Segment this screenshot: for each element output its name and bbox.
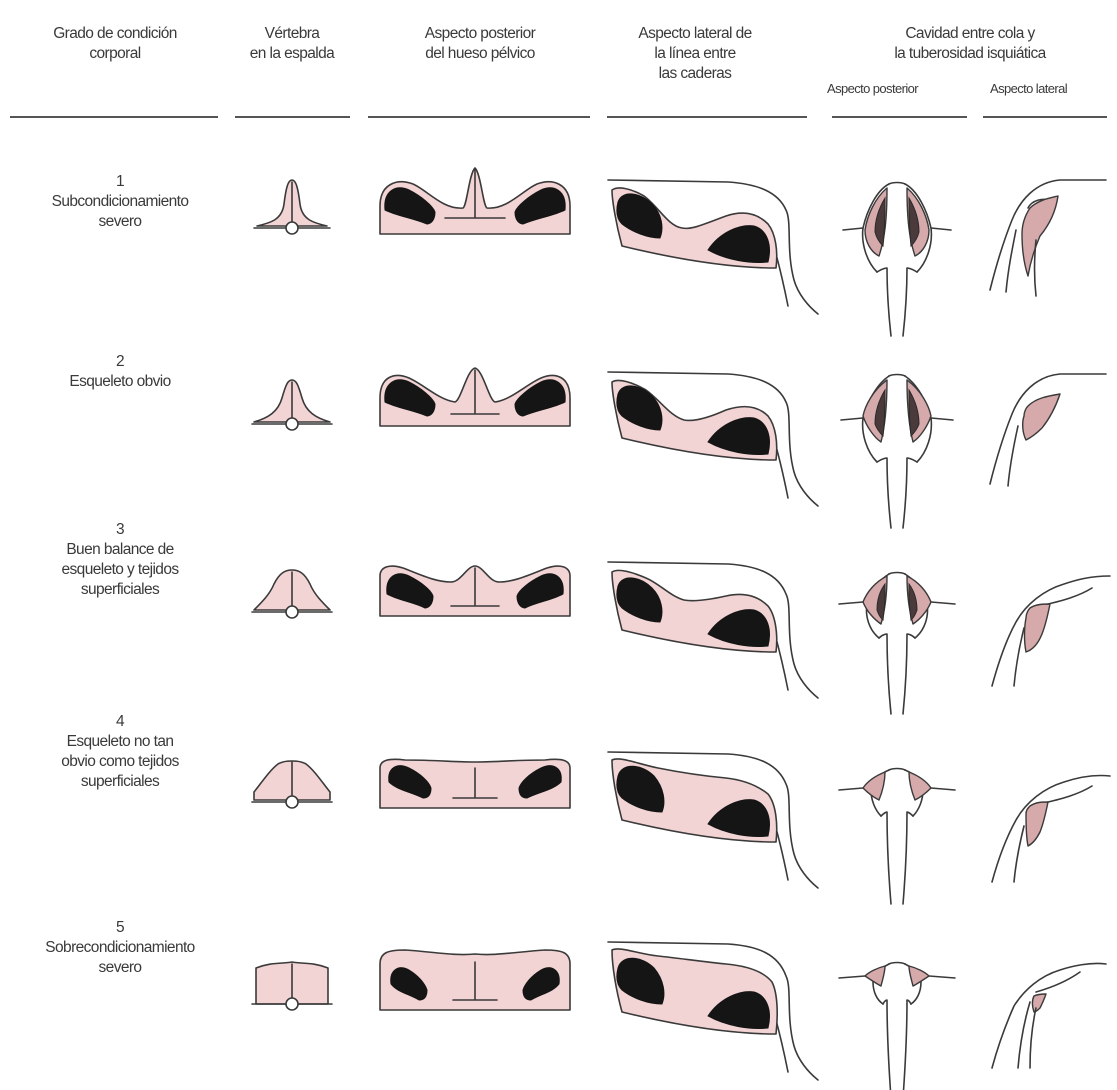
hip-line-grade-3 — [608, 562, 818, 698]
pelvic-grade-5 — [380, 950, 570, 1010]
hip-line-grade-2 — [608, 372, 818, 506]
vertebra-grade-3 — [252, 570, 332, 618]
pelvic-grade-3 — [380, 566, 570, 616]
cavity-lateral-grade-1 — [990, 180, 1106, 296]
cavity-lateral-grade-3 — [992, 576, 1110, 686]
cavity-posterior-grade-1 — [843, 183, 951, 337]
pelvic-grade-1 — [380, 168, 570, 234]
hip-line-grade-4 — [608, 752, 818, 888]
cavity-lateral-grade-4 — [992, 775, 1110, 882]
cavity-lateral-grade-2 — [990, 374, 1106, 486]
cavity-posterior-grade-4 — [839, 769, 955, 905]
cavity-lateral-grade-5 — [992, 963, 1106, 1068]
vertebra-grade-1 — [254, 180, 330, 234]
vertebra-grade-5 — [252, 962, 332, 1010]
hip-line-grade-5 — [608, 942, 818, 1080]
pelvic-grade-2 — [380, 368, 570, 426]
cavity-posterior-grade-5 — [839, 963, 955, 1090]
cavity-posterior-grade-2 — [841, 375, 953, 529]
vertebra-grade-4 — [252, 761, 332, 808]
hip-line-grade-1 — [608, 180, 818, 314]
pelvic-grade-4 — [380, 759, 570, 808]
cavity-posterior-grade-3 — [839, 573, 955, 715]
vertebra-grade-2 — [252, 380, 332, 430]
